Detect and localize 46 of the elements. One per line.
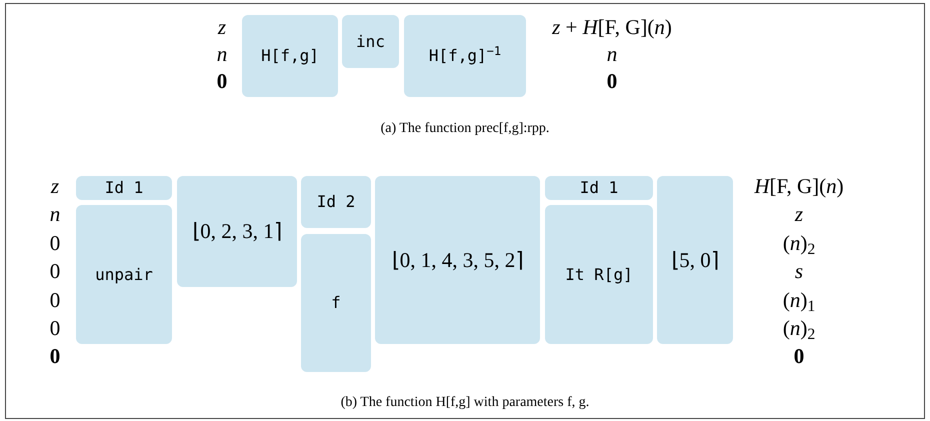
block-label: H[f,g] [261,48,319,64]
block-label: unpair [95,266,153,282]
block-label: H[f,g]$^{−1}$ [428,48,502,64]
block-box [375,176,540,344]
register-label: z [50,173,60,199]
block-label: It R[g] [565,266,633,282]
register-label: n [216,41,228,67]
block-label: ⌊5, 0⌉ [671,250,719,270]
block-box [301,234,371,372]
register-label: (n)$_{1}$ [782,286,816,313]
register-label: z + H[F, G](n) [552,14,672,40]
block-box [76,205,172,344]
register-label: 0 [794,343,804,370]
block-box [545,176,653,200]
block-label: Id 2 [316,194,356,210]
register-label: H[F, G](n) [754,173,844,199]
figure-caption: (b) The function H[f,g] with parameters f, g. [340,394,590,412]
register-label: s [794,258,804,284]
block-label: Id 1 [104,180,144,196]
register-label: (n)$_{2}$ [782,230,816,256]
block-box [177,176,297,287]
block-box [242,15,338,97]
block-label: ⌊0, 2, 3, 1⌉ [192,221,282,242]
block-box [342,15,399,68]
register-label: (n)$_{2}$ [782,315,816,341]
register-label: 0 [50,286,60,313]
block-label: Id 1 [580,180,618,196]
register-label: 0 [606,68,618,94]
block-box [545,205,653,344]
register-label: n [50,201,60,228]
block-label: f [331,295,341,311]
block-box [301,176,371,228]
figure-caption: (a) The function prec[f,g]:rpp. [380,120,550,138]
register-label: 0 [50,343,60,370]
register-label: 0 [216,68,228,94]
register-label: z [794,201,804,228]
block-box [76,176,172,200]
block-box [404,15,526,97]
block-label: inc [356,34,385,50]
register-label: 0 [50,315,60,341]
register-label: 0 [50,258,60,284]
register-label: n [606,41,618,67]
block-box [657,176,733,344]
register-label: 0 [50,230,60,256]
register-label: z [218,14,226,40]
block-label: ⌊0, 1, 4, 3, 5, 2⌉ [392,250,524,270]
